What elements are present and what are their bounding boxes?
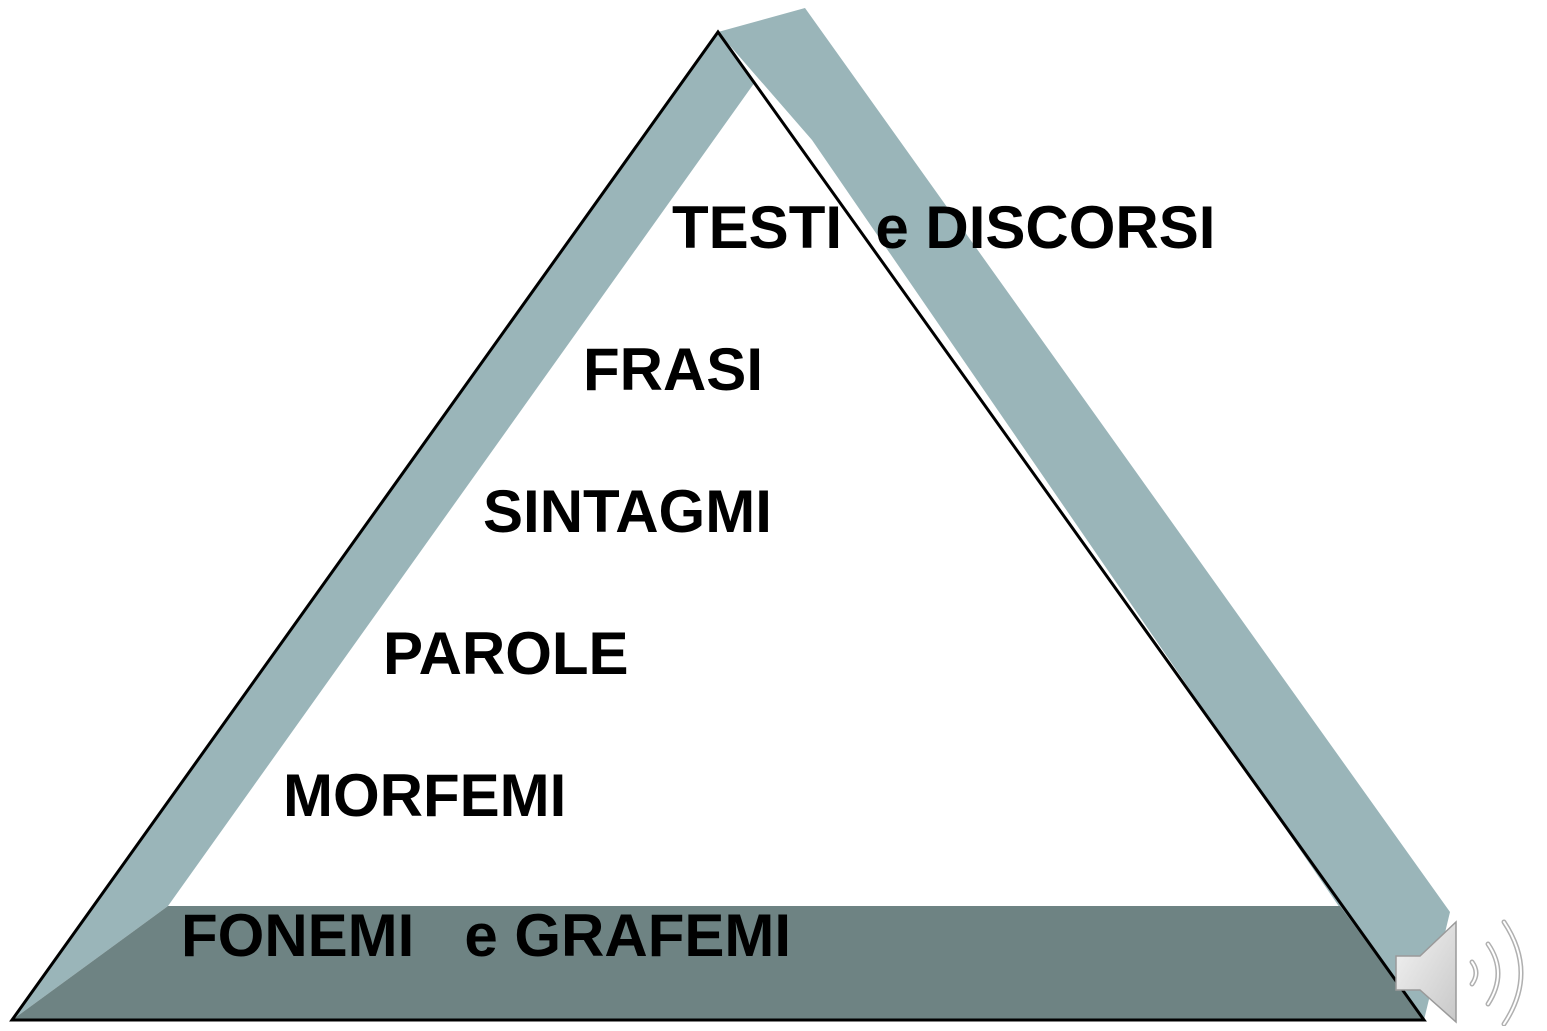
- level-testi-e-discorsi: TESTI e DISCORSI: [672, 194, 1216, 261]
- pyramid-outline: [9, 29, 1427, 1022]
- pyramid-base-face: [12, 906, 1424, 1020]
- level-sintagmi: SINTAGMI: [483, 478, 772, 545]
- pyramid-right-face: [718, 8, 1450, 1020]
- audio-speaker-button[interactable]: [1390, 912, 1540, 1027]
- level-parole: PAROLE: [383, 620, 629, 687]
- level-fonemi-e-grafemi: FONEMI e GRAFEMI: [181, 902, 792, 969]
- level-frasi: FRASI: [583, 336, 763, 403]
- speaker-icon: [1395, 919, 1524, 1027]
- pyramid-left-face: [12, 32, 755, 1020]
- level-morfemi: MORFEMI: [283, 762, 567, 829]
